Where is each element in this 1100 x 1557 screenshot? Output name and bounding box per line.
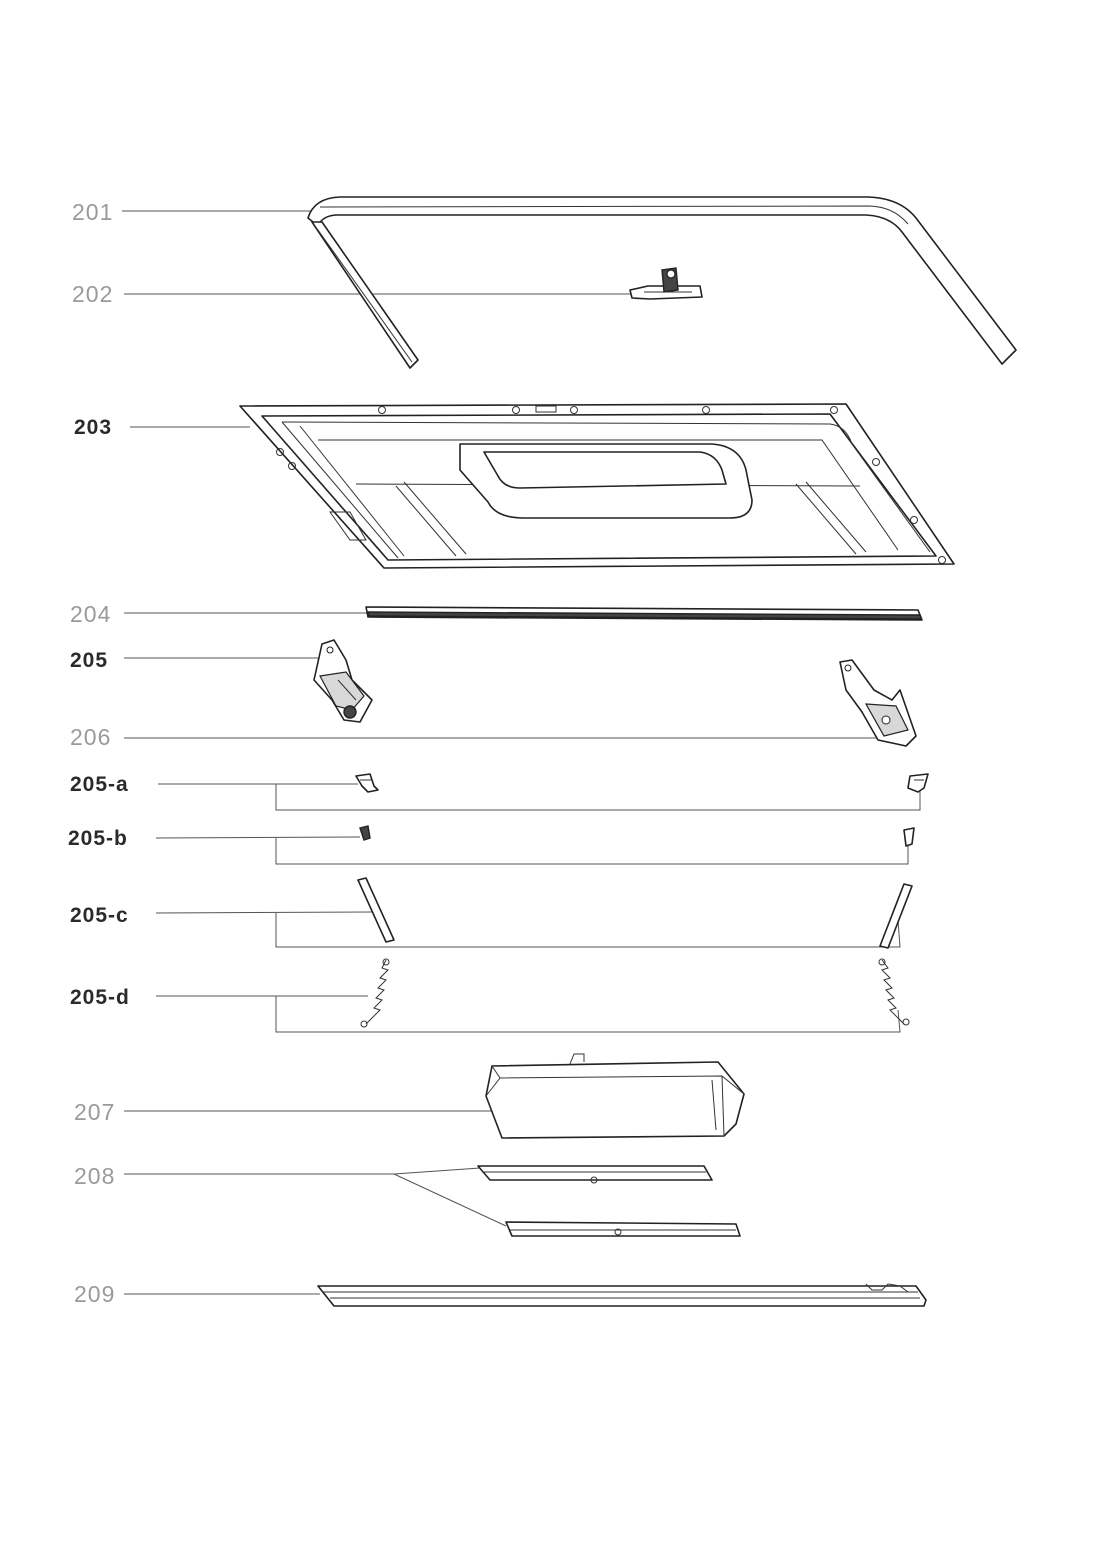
part-205-b-pins	[359, 825, 915, 847]
label-205-a: 205-a	[70, 773, 129, 796]
part-205-a-brackets	[355, 773, 929, 793]
part-202-latch	[629, 267, 703, 300]
part-208-rails	[477, 1165, 741, 1237]
part-207-housing	[485, 1053, 745, 1139]
part-205-c-links	[357, 877, 913, 949]
part-203-inner-door-panel	[239, 403, 955, 569]
leader-208	[124, 1167, 507, 1227]
label-203: 203	[74, 416, 112, 439]
label-205-d: 205-d	[70, 986, 130, 1009]
label-206: 206	[70, 724, 111, 750]
leader-205-a	[158, 783, 921, 811]
leader-205-c	[155, 911, 901, 948]
label-205-c: 205-c	[70, 904, 129, 927]
label-208: 208	[74, 1163, 115, 1189]
label-207: 207	[74, 1099, 115, 1125]
part-201-door-frame	[307, 196, 1017, 369]
label-204: 204	[70, 601, 111, 627]
label-201: 201	[72, 199, 113, 225]
part-205-left-hinge	[313, 639, 373, 723]
label-209: 209	[74, 1281, 115, 1307]
label-205-b: 205-b	[68, 827, 128, 850]
leader-205-b	[155, 836, 909, 865]
part-206-right-hinge	[839, 659, 917, 747]
part-205-d-springs	[360, 958, 910, 1028]
part-209-lower-rail	[317, 1283, 927, 1307]
leader-lines	[122, 210, 921, 1295]
label-205: 205	[70, 649, 108, 672]
part-204-seal-strip	[365, 606, 923, 621]
leader-205-d	[156, 995, 901, 1033]
label-202: 202	[72, 281, 113, 307]
